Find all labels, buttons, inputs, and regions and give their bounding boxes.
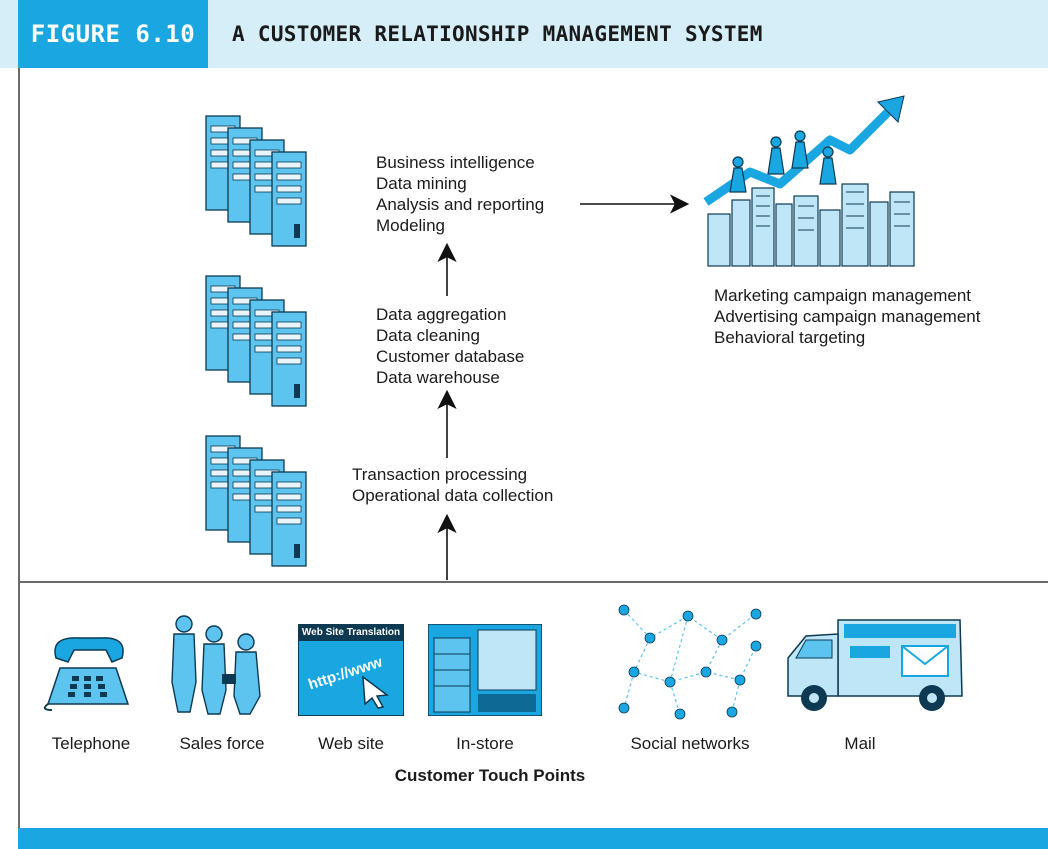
analytics-item: Analysis and reporting — [376, 195, 545, 214]
operational-layer-list: Transaction processing Operational data … — [352, 464, 553, 506]
website-banner: Web Site Translation — [299, 625, 403, 641]
website-icon: Web Site Translation http://www — [298, 624, 404, 716]
figure-title: A CUSTOMER RELATIONSHIP MANAGEMENT SYSTE… — [232, 22, 763, 46]
data-item: Data warehouse — [376, 368, 500, 387]
server-drive-slot — [276, 321, 302, 329]
touch-point-label: Web site — [318, 734, 384, 753]
business-growth-icon — [703, 95, 915, 267]
touch-point-label: Social networks — [630, 734, 750, 753]
server-drive-slot — [276, 517, 302, 525]
outcomes-list: Marketing campaign management Advertisin… — [714, 285, 980, 348]
salespeople-icon — [171, 615, 261, 715]
server-drive-slot — [276, 493, 302, 501]
server-drive-slot — [276, 333, 302, 341]
server-drive-slot — [276, 345, 302, 353]
server-stack-icon-bottom — [205, 435, 307, 567]
touch-point-label: Mail — [844, 734, 876, 753]
server-drive-slot — [276, 357, 302, 365]
analytics-layer-list: Business intelligence Data mining Analys… — [376, 152, 544, 236]
server-drive-slot — [276, 185, 302, 193]
server-indicator — [294, 224, 300, 238]
analytics-item: Business intelligence — [376, 153, 535, 172]
data-item: Data cleaning — [376, 326, 480, 345]
server-drive-slot — [276, 161, 302, 169]
outcome-item: Advertising campaign management — [714, 307, 981, 326]
data-item: Customer database — [376, 347, 525, 366]
data-item: Data aggregation — [376, 305, 507, 324]
outcome-item: Marketing campaign management — [714, 286, 972, 305]
social-network-icon — [618, 604, 762, 720]
touch-point-label: Telephone — [51, 734, 131, 753]
touch-points-divider — [18, 581, 1048, 583]
server-drive-slot — [276, 173, 302, 181]
server-stack-icon-middle — [205, 275, 307, 407]
server-drive-slot — [276, 197, 302, 205]
touch-points-title: Customer Touch Points — [394, 766, 586, 785]
analytics-item: Modeling — [376, 216, 445, 235]
figure-frame — [18, 68, 1048, 828]
data-layer-list: Data aggregation Data cleaning Customer … — [376, 304, 524, 388]
cursor-icon — [362, 675, 389, 709]
mail-truck-icon — [787, 619, 963, 711]
outcome-item: Behavioral targeting — [714, 328, 866, 347]
server-drive-slot — [276, 481, 302, 489]
telephone-icon — [43, 637, 130, 711]
server-drive-slot — [276, 505, 302, 513]
operational-item: Transaction processing — [352, 465, 528, 484]
touch-point-label: Sales force — [179, 734, 265, 753]
analytics-item: Data mining — [376, 174, 467, 193]
store-shelves-icon — [428, 624, 542, 716]
server-indicator — [294, 544, 300, 558]
server-indicator — [294, 384, 300, 398]
operational-item: Operational data collection — [352, 486, 554, 505]
figure-footer-bar — [18, 828, 1048, 849]
touch-point-label: In-store — [456, 734, 514, 753]
figure-label: FIGURE 6.10 — [18, 0, 208, 68]
server-stack-icon-top — [205, 115, 307, 247]
